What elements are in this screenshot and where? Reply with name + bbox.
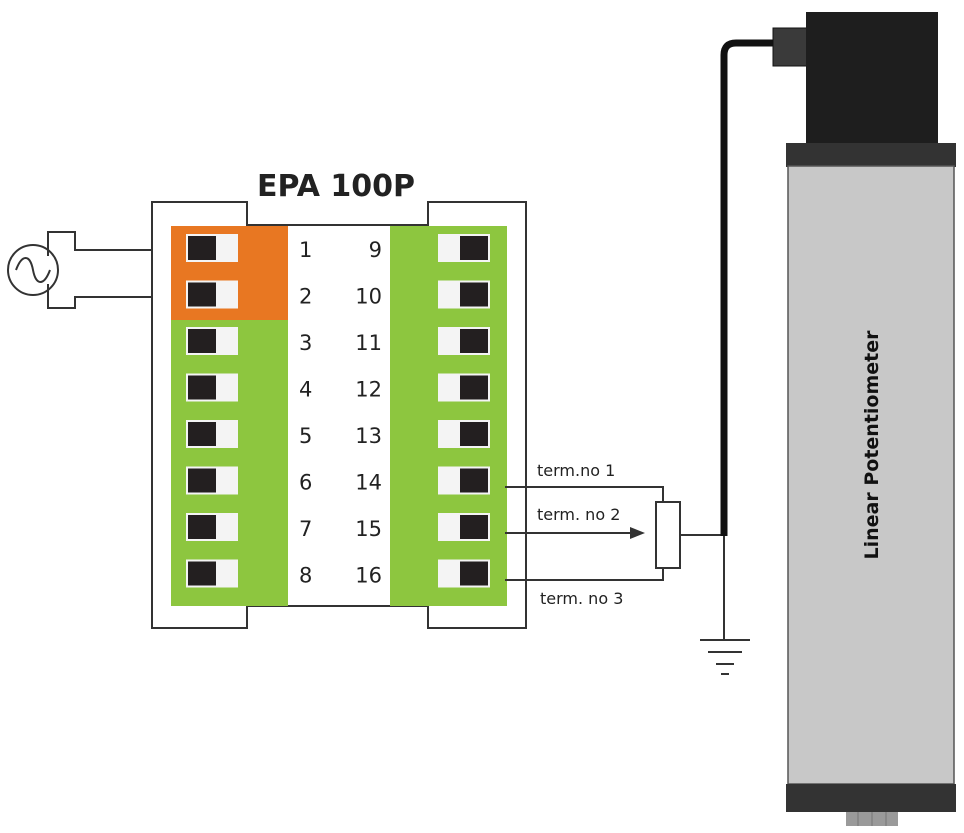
sensor-body bbox=[787, 165, 955, 785]
terminal-numbers-left: 1 2 3 4 5 6 7 8 bbox=[299, 238, 312, 588]
terminal-screw-left-dark bbox=[188, 282, 216, 307]
term-no-3-label: term. no 3 bbox=[540, 589, 623, 608]
terminal-screw-left-dark bbox=[188, 236, 216, 260]
linear-potentiometer: Linear Potentiometer bbox=[720, 12, 956, 826]
terminal-number-left: 4 bbox=[299, 378, 312, 402]
terminal-number-right: 10 bbox=[355, 285, 382, 309]
potentiometer-wiring: term.no 1 term. no 2 term. no 3 bbox=[505, 461, 750, 675]
terminal-block-left-signal bbox=[171, 318, 288, 606]
terminal-number-left: 2 bbox=[299, 285, 312, 309]
terminal-screw-left-dark bbox=[188, 375, 216, 400]
terminal-numbers-right: 9 10 11 12 13 14 15 16 bbox=[355, 238, 382, 588]
terminal-screw-right-dark bbox=[460, 375, 488, 400]
terminal-screw-right-dark bbox=[460, 329, 488, 353]
sensor-top-collar bbox=[786, 143, 956, 167]
terminal-number-right: 14 bbox=[355, 471, 382, 495]
screws-right bbox=[438, 234, 490, 588]
terminal-number-right: 11 bbox=[355, 331, 382, 355]
terminal-screw-left-dark bbox=[188, 329, 216, 353]
terminal-screw-right-dark bbox=[460, 282, 488, 307]
module-title: EPA 100P bbox=[257, 169, 415, 204]
term-no-2-label: term. no 2 bbox=[537, 505, 620, 524]
terminal-number-left: 6 bbox=[299, 471, 312, 495]
terminal-number-left: 7 bbox=[299, 517, 312, 541]
terminal-number-right: 12 bbox=[355, 378, 382, 402]
wiper-arrow-icon bbox=[630, 527, 645, 539]
terminal-number-right: 16 bbox=[355, 564, 382, 588]
ac-source bbox=[7, 231, 170, 309]
terminal-number-left: 3 bbox=[299, 331, 312, 355]
terminal-screw-right-dark bbox=[460, 515, 488, 539]
terminal-screw-left-dark bbox=[188, 515, 216, 539]
screws-left bbox=[186, 234, 238, 588]
ground-icon bbox=[700, 639, 750, 675]
terminal-screw-right-dark bbox=[460, 468, 488, 493]
terminal-screw-right-dark bbox=[460, 422, 488, 446]
terminal-number-right: 13 bbox=[355, 424, 382, 448]
terminal-screw-right-dark bbox=[460, 236, 488, 260]
cable-connector bbox=[772, 27, 810, 67]
sensor-bottom-collar bbox=[786, 784, 956, 812]
sensor-head bbox=[806, 12, 938, 146]
term-no-1-label: term.no 1 bbox=[537, 461, 615, 480]
terminal-number-left: 1 bbox=[299, 238, 312, 262]
terminal-screw-left-dark bbox=[188, 468, 216, 493]
terminal-number-left: 8 bbox=[299, 564, 312, 588]
terminal-screw-left-dark bbox=[188, 561, 216, 586]
terminal-screw-right-dark bbox=[460, 561, 488, 586]
sensor-label: Linear Potentiometer bbox=[861, 330, 883, 560]
terminal-number-left: 5 bbox=[299, 424, 312, 448]
potentiometer-symbol bbox=[655, 501, 681, 569]
terminal-number-right: 15 bbox=[355, 517, 382, 541]
terminal-number-right: 9 bbox=[369, 238, 382, 262]
terminal-screw-left-dark bbox=[188, 422, 216, 446]
sensor-cable bbox=[720, 39, 775, 536]
